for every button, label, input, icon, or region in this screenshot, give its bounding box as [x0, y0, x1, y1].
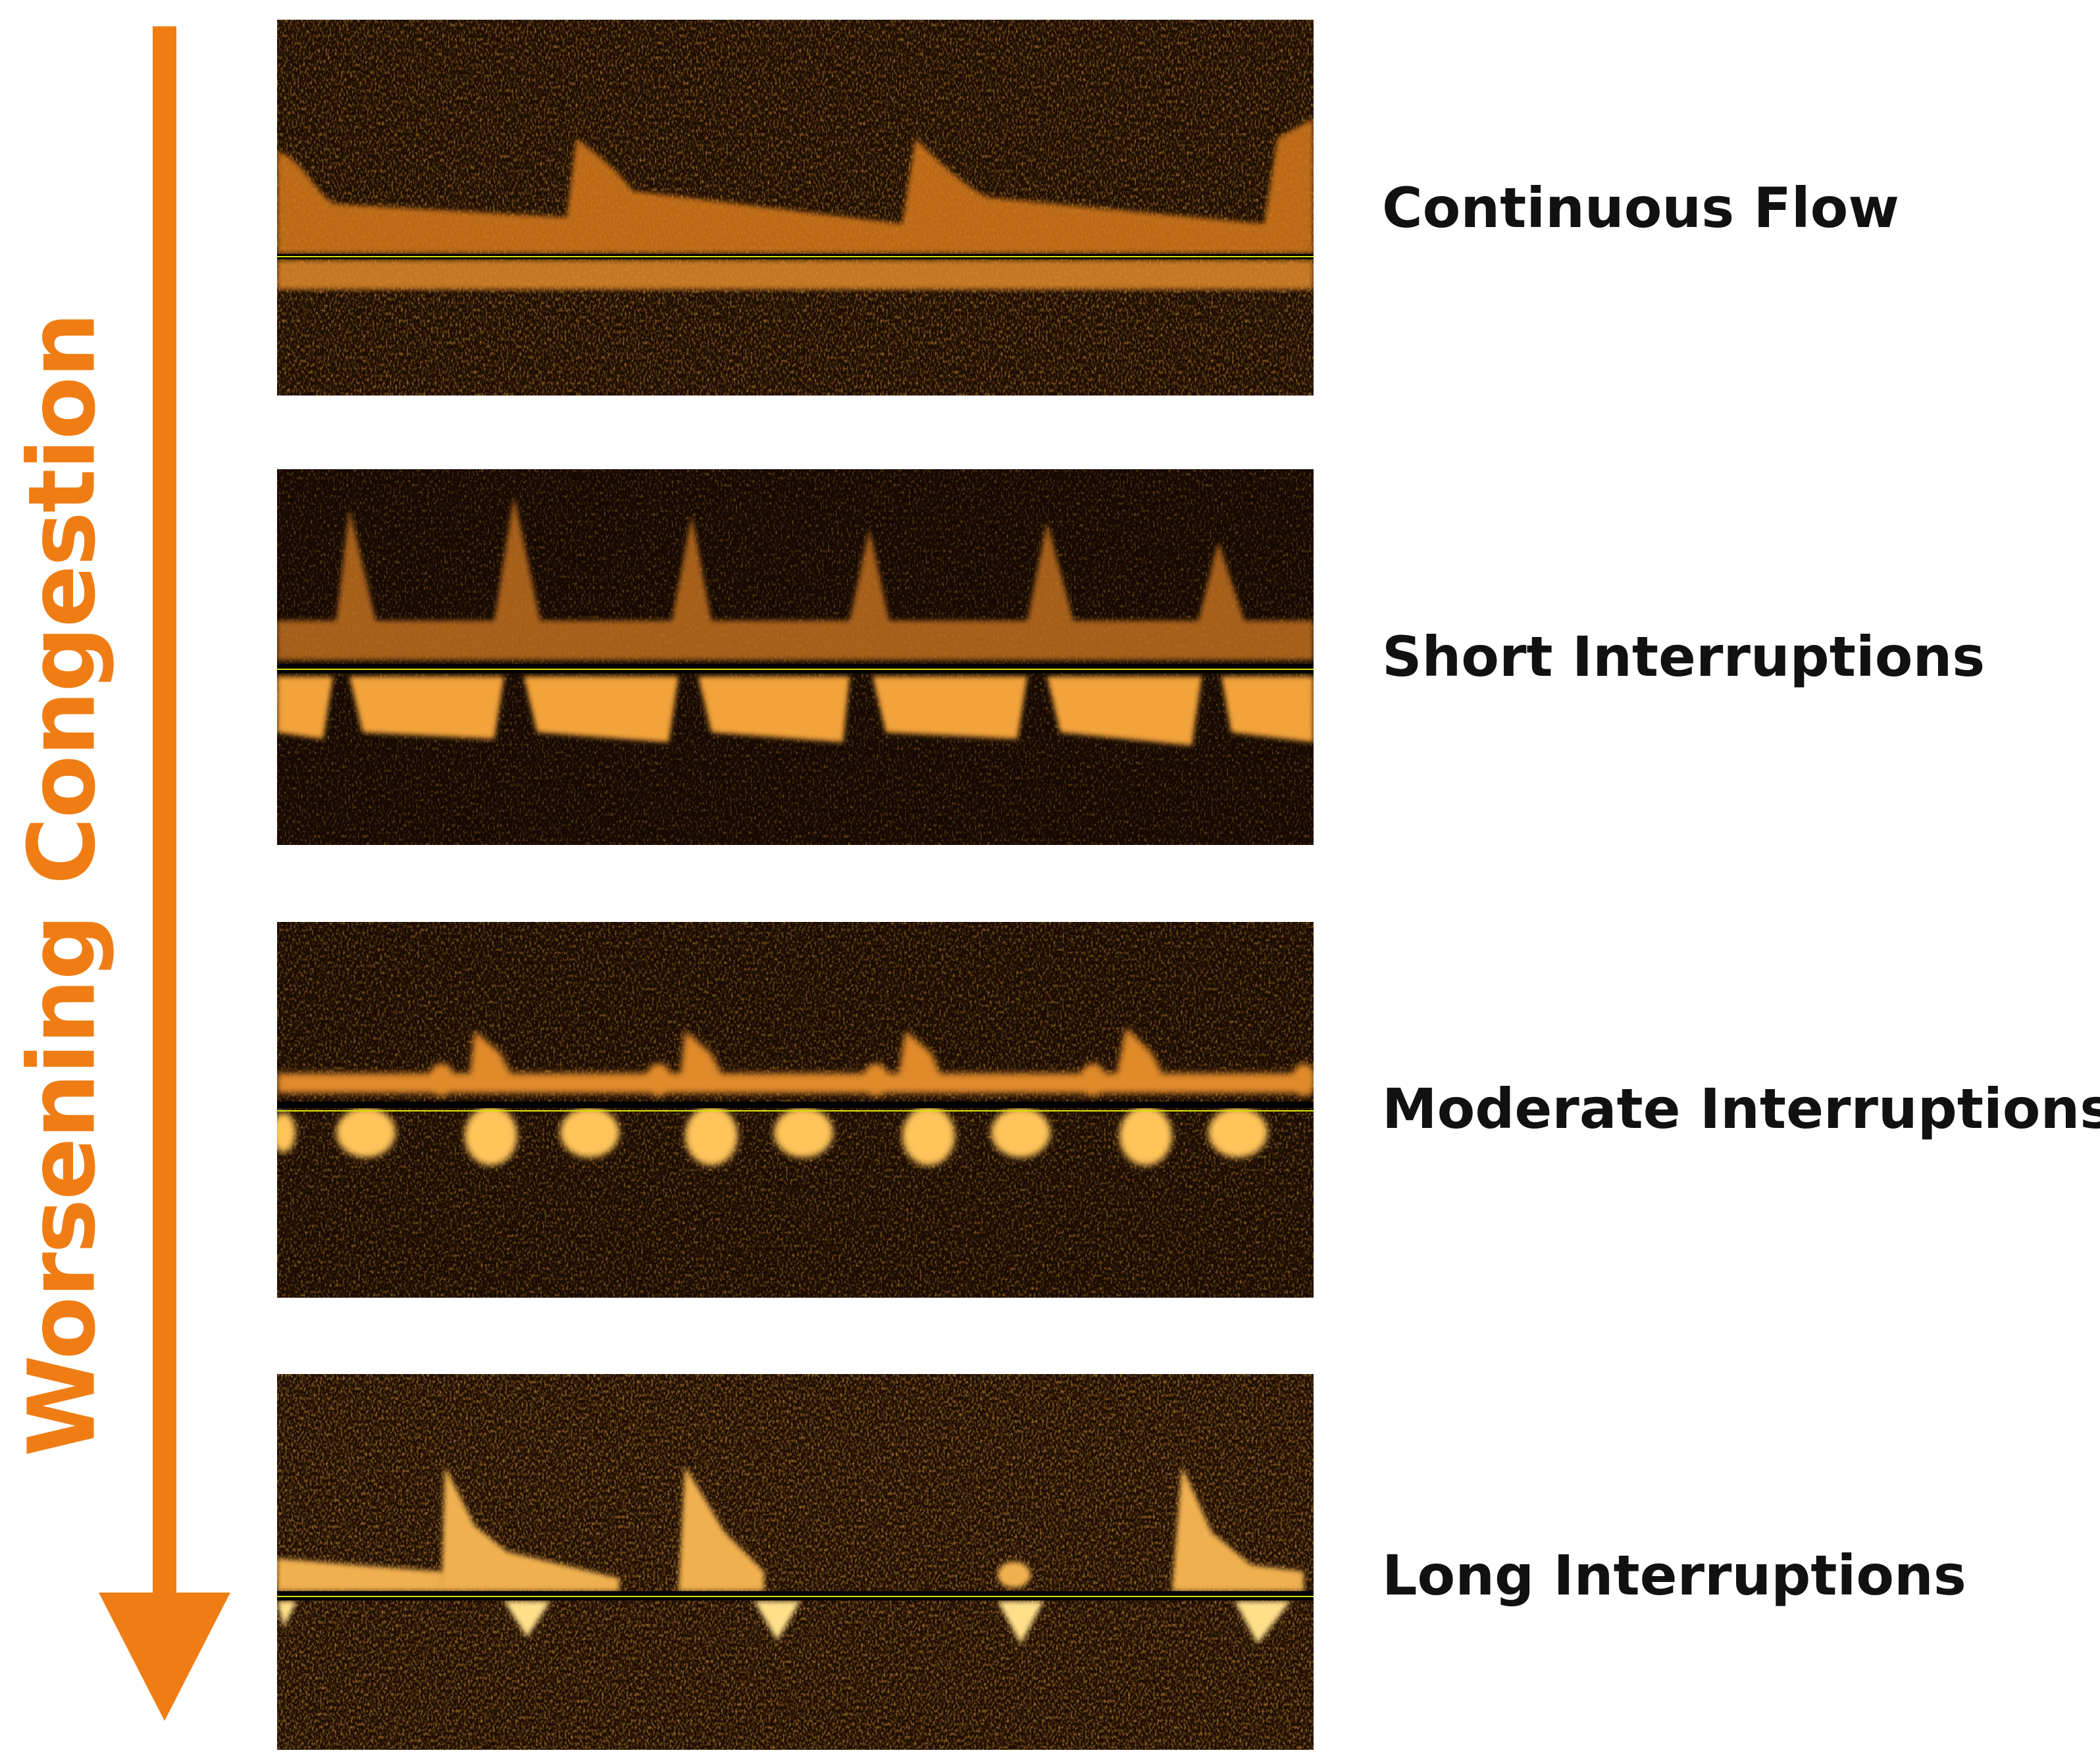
worsening-congestion-label: Worsening Congestion: [9, 313, 116, 1457]
arrow-shaft: [153, 26, 176, 1606]
waveform-above: [277, 118, 1314, 253]
doppler-panel-moderate: [277, 922, 1314, 1298]
label-continuous-flow: Continuous Flow: [1382, 176, 1899, 240]
label-moderate-interruptions: Moderate Interruptions: [1382, 1077, 2100, 1141]
label-short-interruptions: Short Interruptions: [1382, 625, 1985, 689]
label-long-interruptions: Long Interruptions: [1382, 1543, 1966, 1608]
waveform-above: [277, 1466, 1304, 1591]
waveform-below: [277, 676, 1314, 746]
waveform-below: [277, 1106, 1268, 1165]
waveform-above: [277, 496, 1314, 660]
baseline: [277, 1102, 1314, 1108]
waveform-below: [277, 1601, 1291, 1644]
doppler-panel-short: [277, 469, 1314, 845]
arrow-head: [99, 1593, 230, 1721]
waveform-above: [277, 1027, 1314, 1096]
waveform-below: [277, 260, 1314, 290]
doppler-panel-long: [277, 1374, 1314, 1750]
doppler-panel-continuous: [277, 20, 1314, 396]
